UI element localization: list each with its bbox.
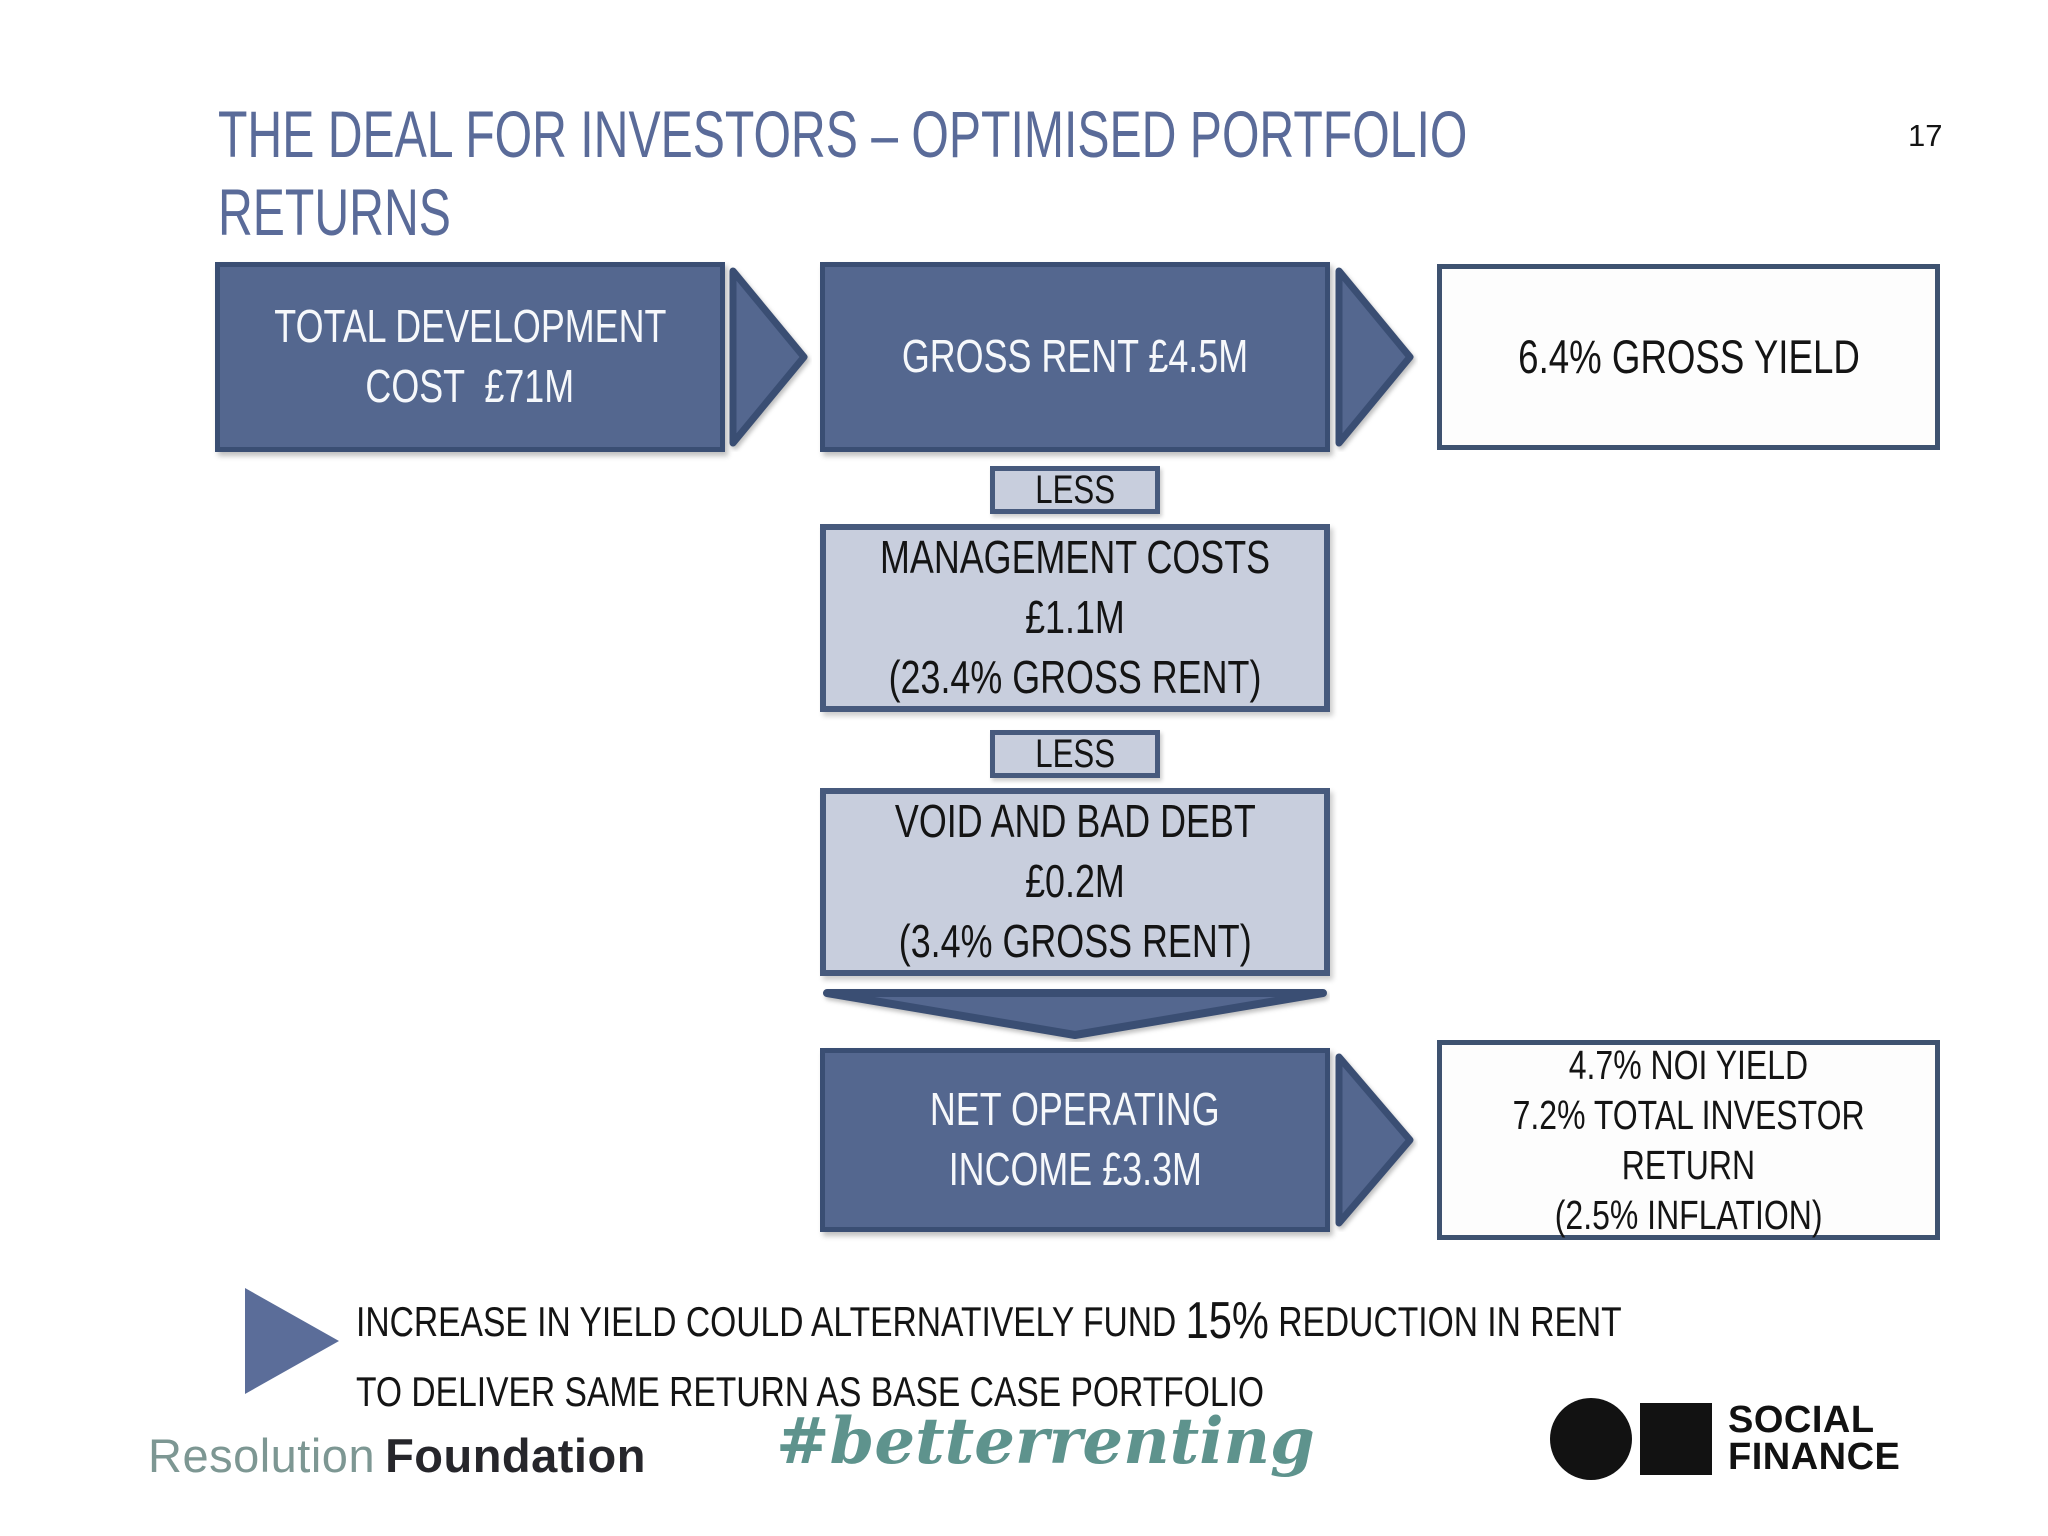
arrow-right-icon [1335, 267, 1414, 447]
social-finance-line1: SOCIAL [1728, 1398, 1875, 1441]
net-operating-income-line1: NET OPERATING [930, 1083, 1220, 1136]
less-label-2: LESS [990, 730, 1160, 778]
investor-return-line1: 4.7% NOI YIELD [1568, 1041, 1809, 1088]
page-number: 17 [1908, 118, 1943, 153]
investor-return-box: 4.7% NOI YIELD 7.2% TOTAL INVESTOR RETUR… [1437, 1040, 1940, 1240]
arrow-right-icon [1335, 1053, 1414, 1227]
social-finance-circle-icon [1550, 1398, 1632, 1480]
note-triangle-icon [245, 1288, 339, 1394]
social-finance-logo: SOCIAL FINANCE [1550, 1398, 1900, 1480]
resolution-word: Resolution [148, 1429, 376, 1482]
less-label-1: LESS [990, 466, 1160, 514]
page-title-line2: RETURNS [218, 174, 451, 249]
management-costs-box: MANAGEMENT COSTS £1.1M (23.4% GROSS RENT… [820, 524, 1330, 712]
arrow-right-icon [729, 267, 808, 447]
total-development-cost-box: TOTAL DEVELOPMENT COST £71M [215, 262, 725, 452]
note-highlight: 15% [1185, 1292, 1269, 1350]
note-line1: INCREASE IN YIELD COULD ALTERNATIVELY FU… [356, 1295, 1622, 1347]
gross-yield-label: 6.4% GROSS YIELD [1517, 329, 1860, 383]
void-bad-debt-line1: VOID AND BAD DEBT [894, 795, 1256, 848]
void-bad-debt-line2: £0.2M [1025, 855, 1125, 908]
social-finance-square-icon [1640, 1403, 1712, 1475]
arrow-down-icon [823, 989, 1327, 1039]
void-bad-debt-box: VOID AND BAD DEBT £0.2M (3.4% GROSS RENT… [820, 788, 1330, 976]
net-operating-income-box: NET OPERATING INCOME £3.3M [820, 1048, 1330, 1232]
total-development-cost-line1: TOTAL DEVELOPMENT [273, 300, 667, 353]
gross-yield-box: 6.4% GROSS YIELD [1437, 264, 1940, 450]
page-title: THE DEAL FOR INVESTORS – OPTIMISED PORTF… [218, 96, 1929, 252]
page-title-line1: THE DEAL FOR INVESTORS – OPTIMISED PORTF… [218, 97, 1468, 171]
social-finance-wordmark: SOCIAL FINANCE [1728, 1398, 1901, 1478]
foundation-word: Foundation [385, 1429, 646, 1482]
void-bad-debt-line3: (3.4% GROSS RENT) [898, 914, 1252, 967]
note-line1-prefix: INCREASE IN YIELD COULD ALTERNATIVELY FU… [356, 1298, 1186, 1345]
note-line1-suffix: REDUCTION IN RENT [1268, 1298, 1622, 1345]
gross-rent-label: GROSS RENT £4.5M [901, 330, 1249, 383]
investor-return-line4: (2.5% INFLATION) [1554, 1192, 1823, 1239]
note-line2: TO DELIVER SAME RETURN AS BASE CASE PORT… [356, 1368, 1265, 1415]
management-costs-line3: (23.4% GROSS RENT) [888, 650, 1262, 703]
investor-return-line2: 7.2% TOTAL INVESTOR [1512, 1091, 1865, 1138]
investor-return-line3: RETURN [1621, 1142, 1756, 1188]
betterrenting-hashtag: #betterrenting [776, 1404, 1315, 1479]
management-costs-line2: £1.1M [1025, 591, 1125, 644]
social-finance-line2: FINANCE [1728, 1436, 1901, 1478]
management-costs-line1: MANAGEMENT COSTS [879, 531, 1271, 584]
net-operating-income-line2: INCOME £3.3M [948, 1143, 1202, 1195]
note-text: INCREASE IN YIELD COULD ALTERNATIVELY FU… [356, 1295, 1938, 1413]
gross-rent-box: GROSS RENT £4.5M [820, 262, 1330, 452]
total-development-cost-line2: COST £71M [365, 360, 575, 412]
